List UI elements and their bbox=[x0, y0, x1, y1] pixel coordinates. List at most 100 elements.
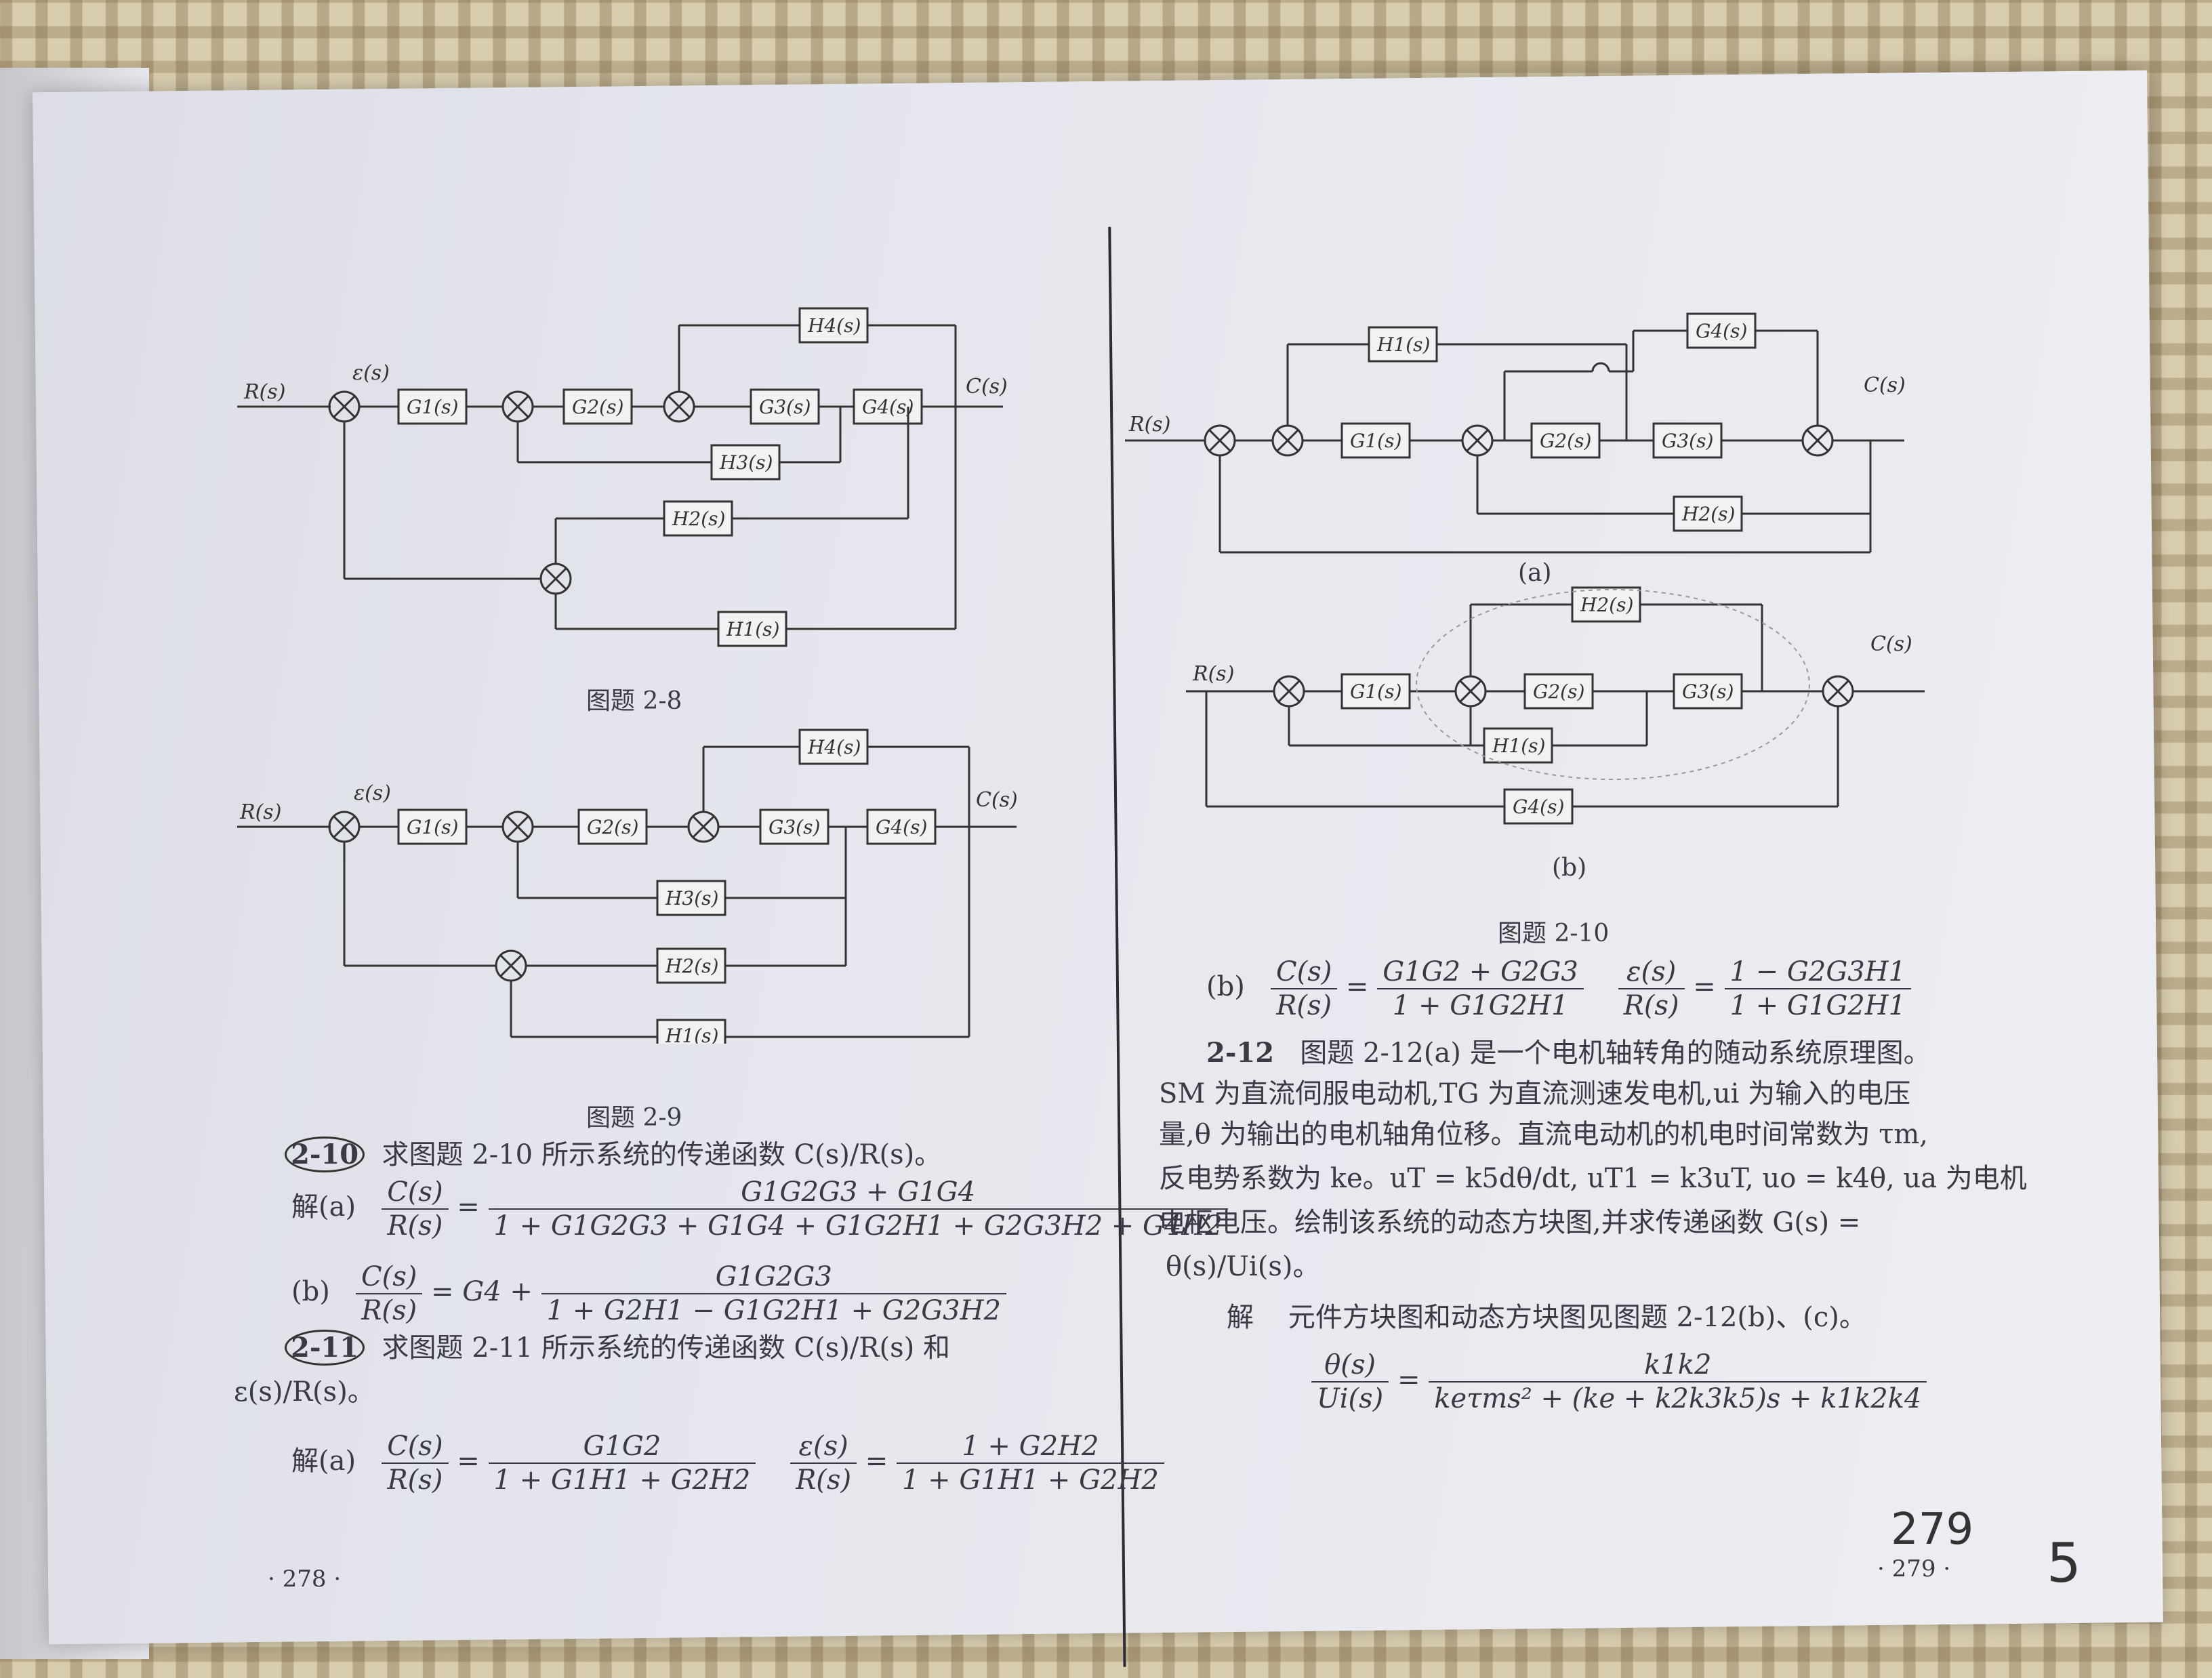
problem-2-11-text2: ε(s)/R(s)。 bbox=[234, 1376, 375, 1408]
sol-r-b2-num: G1G2 + G2G3 bbox=[1377, 956, 1584, 989]
sol-c3-den: R(s) bbox=[796, 1465, 852, 1496]
fig29-H3: H3(s) bbox=[665, 887, 718, 909]
sol-r-b1-den: R(s) bbox=[1276, 990, 1332, 1021]
problem-2-12-number: 2-12 bbox=[1206, 1037, 1275, 1069]
problem-2-12-line5: 电枢电压。绘制该系统的动态方块图,并求传递函数 G(s) = bbox=[1159, 1207, 1861, 1238]
fig210b-G2: G2(s) bbox=[1533, 680, 1584, 703]
solution-2-12: 解 元件方块图和动态方块图见图题 2-12(b)、(c)。 bbox=[1227, 1301, 1866, 1334]
sol-r-b-label: (b) bbox=[1206, 971, 1245, 1002]
sol-r-b3-num: ε(s) bbox=[1618, 956, 1685, 989]
sol-b-rhs-num: G1G2G3 bbox=[541, 1261, 1006, 1294]
problem-2-12-text1: 图题 2-12(a) 是一个电机轴转角的随动系统原理图。 bbox=[1300, 1038, 1931, 1069]
problem-2-12-line6: θ(s)/Ui(s)。 bbox=[1166, 1251, 1320, 1282]
page-number-left: · 278 · bbox=[268, 1566, 342, 1593]
fig29-H2: H2(s) bbox=[665, 955, 718, 977]
fig210b-G4: G4(s) bbox=[1513, 796, 1564, 818]
sol-2-12-text: 元件方块图和动态方块图见图题 2-12(b)、(c)。 bbox=[1288, 1302, 1866, 1333]
fig28-H4: H4(s) bbox=[807, 314, 861, 337]
fig28-caption: 图题 2-8 bbox=[586, 687, 682, 715]
problem-2-12-line4: 反电势系数为 ke。uT = k5dθ/dt, uT1 = k3uT, uo =… bbox=[1159, 1163, 2027, 1194]
problem-2-10-number: 2-10 bbox=[285, 1137, 365, 1172]
fig210-sub-b: (b) bbox=[1552, 854, 1587, 882]
sol-a-rhs-num: G1G2G3 + G1G4 bbox=[488, 1176, 1228, 1210]
sol-c2-den: 1 + G1H1 + G2H2 bbox=[493, 1465, 751, 1496]
fig210a-G4: G4(s) bbox=[1696, 320, 1747, 342]
sol-c-label: 解(a) bbox=[291, 1446, 356, 1477]
sol-f2-num: k1k2 bbox=[1429, 1349, 1927, 1383]
fig210a-G3: G3(s) bbox=[1662, 430, 1713, 452]
problem-2-12-line2: SM 为直流伺服电动机,TG 为直流测速发电机,ui 为输入的电压 bbox=[1159, 1078, 1911, 1109]
sol-r-b4-den: 1 + G1G2H1 bbox=[1729, 990, 1906, 1021]
fig29-G2: G2(s) bbox=[587, 816, 638, 838]
fig29-R: R(s) bbox=[239, 800, 281, 824]
sol-b-lhs-den: R(s) bbox=[361, 1295, 417, 1326]
fig28-G4: G4(s) bbox=[862, 396, 914, 418]
fig210a-H1: H1(s) bbox=[1376, 333, 1430, 356]
fig210b-H1: H1(s) bbox=[1492, 735, 1545, 757]
fig210a-G1: G1(s) bbox=[1350, 430, 1401, 452]
sol-c4-num: 1 + G2H2 bbox=[897, 1430, 1164, 1464]
fig210a-R: R(s) bbox=[1128, 413, 1170, 436]
fig28-E: ε(s) bbox=[352, 361, 390, 385]
figure-2-10a: R(s) C(s) G1(s) G2(s) G3(s) G4(s) H1(s) … bbox=[1125, 312, 1906, 554]
sol-c1-den: R(s) bbox=[387, 1465, 443, 1496]
problem-2-12-line1: 2-12 图题 2-12(a) 是一个电机轴转角的随动系统原理图。 bbox=[1206, 1037, 1931, 1069]
fig29-H4: H4(s) bbox=[807, 736, 861, 758]
fig210b-C: C(s) bbox=[1870, 632, 1912, 656]
sol-c2-num: G1G2 bbox=[488, 1430, 756, 1464]
sol-b-lhs-num: C(s) bbox=[355, 1261, 423, 1294]
sol-a-lhs-den: R(s) bbox=[387, 1210, 443, 1242]
sol-f1-den: Ui(s) bbox=[1317, 1383, 1384, 1414]
sol-2-12-label: 解 bbox=[1227, 1302, 1254, 1333]
fig28-G3: G3(s) bbox=[759, 396, 811, 418]
fig28-G2: G2(s) bbox=[572, 396, 623, 418]
fig28-H2: H2(s) bbox=[672, 508, 725, 530]
sol-r-b4-num: 1 − G2G3H1 bbox=[1724, 956, 1912, 989]
problem-2-12-line3: 量,θ 为输出的电机轴角位移。直流电动机的机电时间常数为 τm, bbox=[1159, 1119, 1928, 1150]
figure-2-10b: R(s) C(s) G1(s) G2(s) G3(s) G4(s) H2(s) … bbox=[1186, 586, 1925, 825]
problem-2-11-number: 2-11 bbox=[285, 1330, 365, 1366]
fig210a-C: C(s) bbox=[1864, 373, 1906, 397]
fig210-sub-a: (a) bbox=[1518, 559, 1552, 587]
sol-a-rhs-den: 1 + G1G2G3 + G1G4 + G1G2H1 + G2G3H2 + G4… bbox=[493, 1210, 1223, 1242]
figure-2-8: R(s) ε(s) C(s) G1(s) G2(s) G3(s) G4(s) H… bbox=[237, 307, 1008, 647]
fig29-E: ε(s) bbox=[354, 781, 391, 805]
fig28-H1: H1(s) bbox=[726, 618, 779, 640]
fig210b-G3: G3(s) bbox=[1682, 680, 1734, 703]
problem-2-11: 2-11 求图题 2-11 所示系统的传递函数 C(s)/R(s) 和 bbox=[285, 1330, 950, 1366]
fig29-caption: 图题 2-9 bbox=[586, 1104, 682, 1132]
fig29-H1: H1(s) bbox=[665, 1025, 718, 1044]
fig210b-G1: G1(s) bbox=[1350, 680, 1401, 703]
page-number-right: · 279 · bbox=[1877, 1555, 1951, 1582]
fig29-G4: G4(s) bbox=[876, 816, 927, 838]
sol-r-b3-den: R(s) bbox=[1623, 990, 1679, 1021]
figure-2-9: R(s) ε(s) C(s) G1(s) G2(s) G3(s) G4(s) H… bbox=[237, 729, 1018, 1044]
sol-f1-num: θ(s) bbox=[1311, 1349, 1389, 1383]
sol-b-label: (b) bbox=[291, 1276, 330, 1307]
fig28-H3: H3(s) bbox=[719, 451, 773, 474]
sol-b-mid: = G4 + bbox=[431, 1276, 533, 1307]
sol-c1-num: C(s) bbox=[382, 1430, 449, 1464]
problem-2-11-text: 求图题 2-11 所示系统的传递函数 C(s)/R(s) 和 bbox=[382, 1332, 950, 1364]
sol-r-b2-den: 1 + G1G2H1 bbox=[1392, 990, 1569, 1021]
fig210b-H2: H2(s) bbox=[1580, 594, 1633, 616]
fig210a-G2: G2(s) bbox=[1540, 430, 1591, 452]
fig210b-R: R(s) bbox=[1192, 662, 1234, 686]
problem-2-10-text: 求图题 2-10 所示系统的传递函数 C(s)/R(s)。 bbox=[382, 1139, 942, 1170]
handwritten-page-number: 279 bbox=[1891, 1505, 1974, 1555]
fig28-C: C(s) bbox=[966, 375, 1008, 398]
handwritten-mark: 5 bbox=[2047, 1532, 2081, 1595]
fig210-caption: 图题 2-10 bbox=[1498, 920, 1610, 947]
fig28-G1: G1(s) bbox=[407, 396, 458, 418]
sol-f2-den: keτms² + (ke + k2k3k5)s + k1k2k4 bbox=[1434, 1383, 1922, 1414]
fig29-C: C(s) bbox=[976, 788, 1018, 812]
sol-r-b1-num: C(s) bbox=[1270, 956, 1338, 989]
sol-a-lhs-num: C(s) bbox=[382, 1176, 449, 1210]
fig28-R: R(s) bbox=[243, 380, 285, 404]
sol-c4-den: 1 + G1H1 + G2H2 bbox=[902, 1465, 1159, 1496]
